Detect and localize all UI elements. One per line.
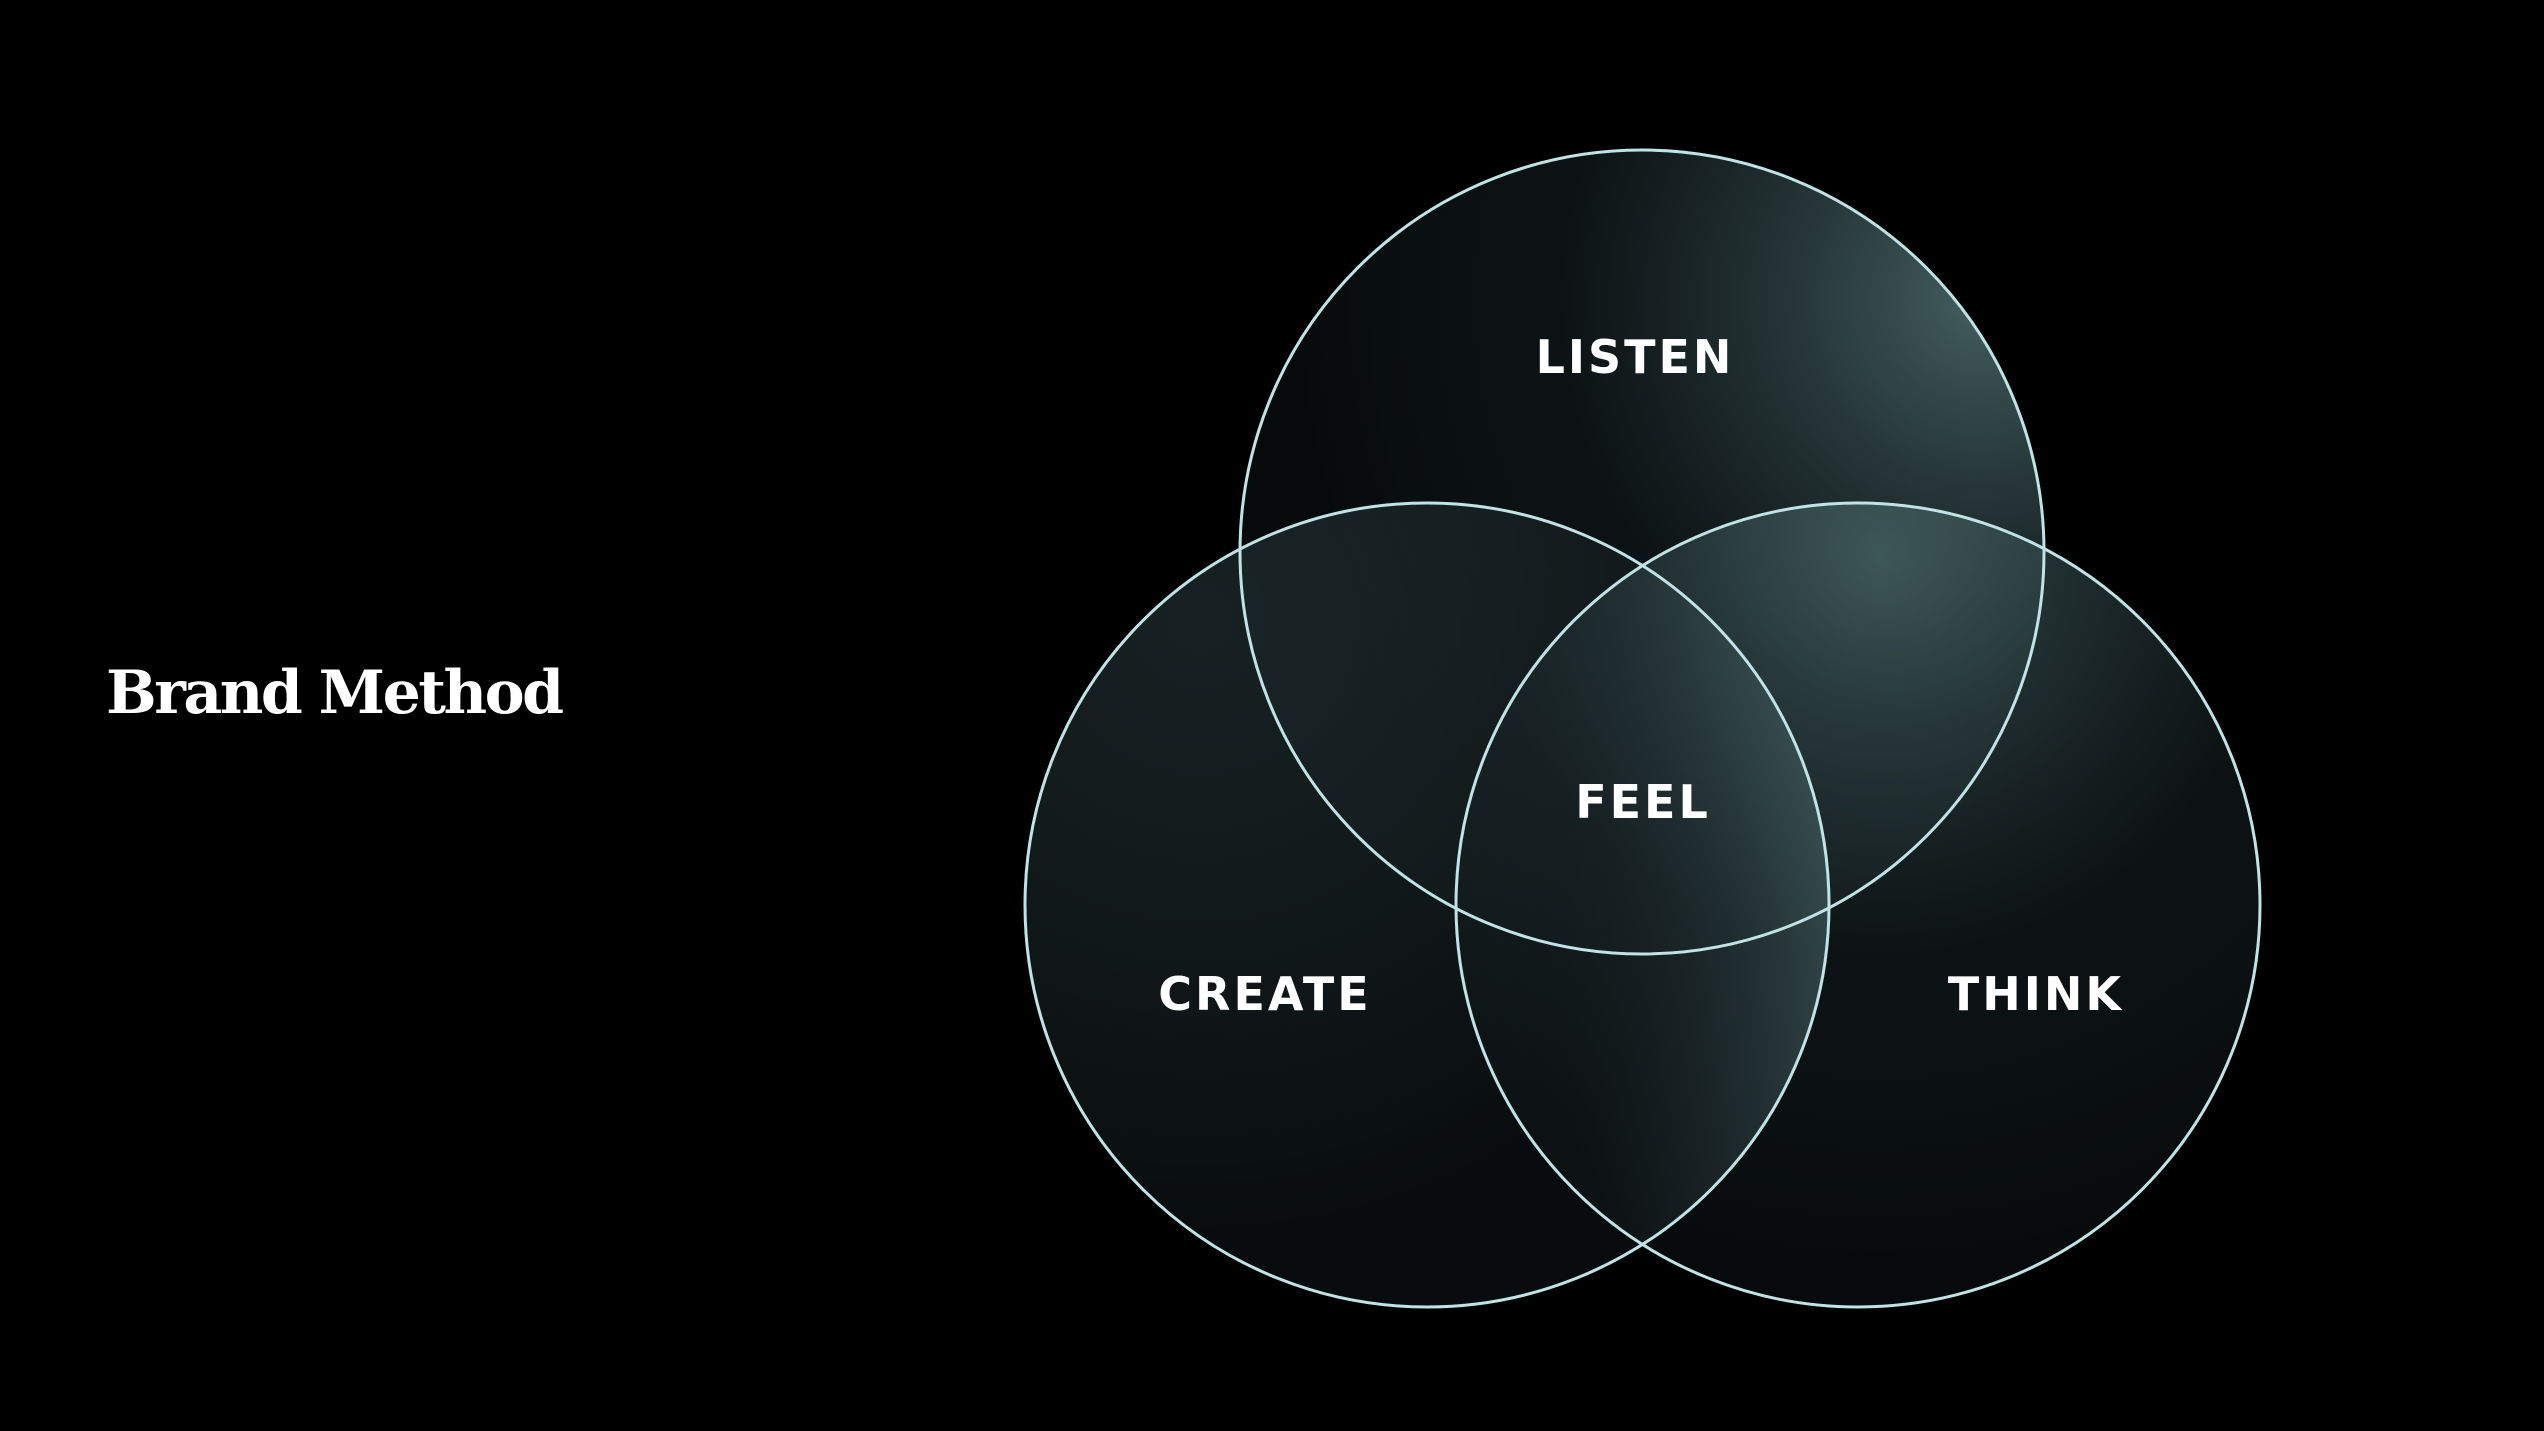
- listen-circle: [1238, 148, 2046, 956]
- feel-label: FEEL: [1575, 775, 1711, 829]
- create-label: CREATE: [1158, 967, 1371, 1021]
- venn-fills: [1025, 150, 2260, 1307]
- think-label: THINK: [1948, 967, 2124, 1021]
- create-circle: [1023, 501, 1831, 1309]
- venn-outlines: [1023, 148, 2262, 1309]
- think-circle: [1454, 501, 2262, 1309]
- listen-label: LISTEN: [1536, 330, 1735, 384]
- page-title: Brand Method: [106, 658, 564, 728]
